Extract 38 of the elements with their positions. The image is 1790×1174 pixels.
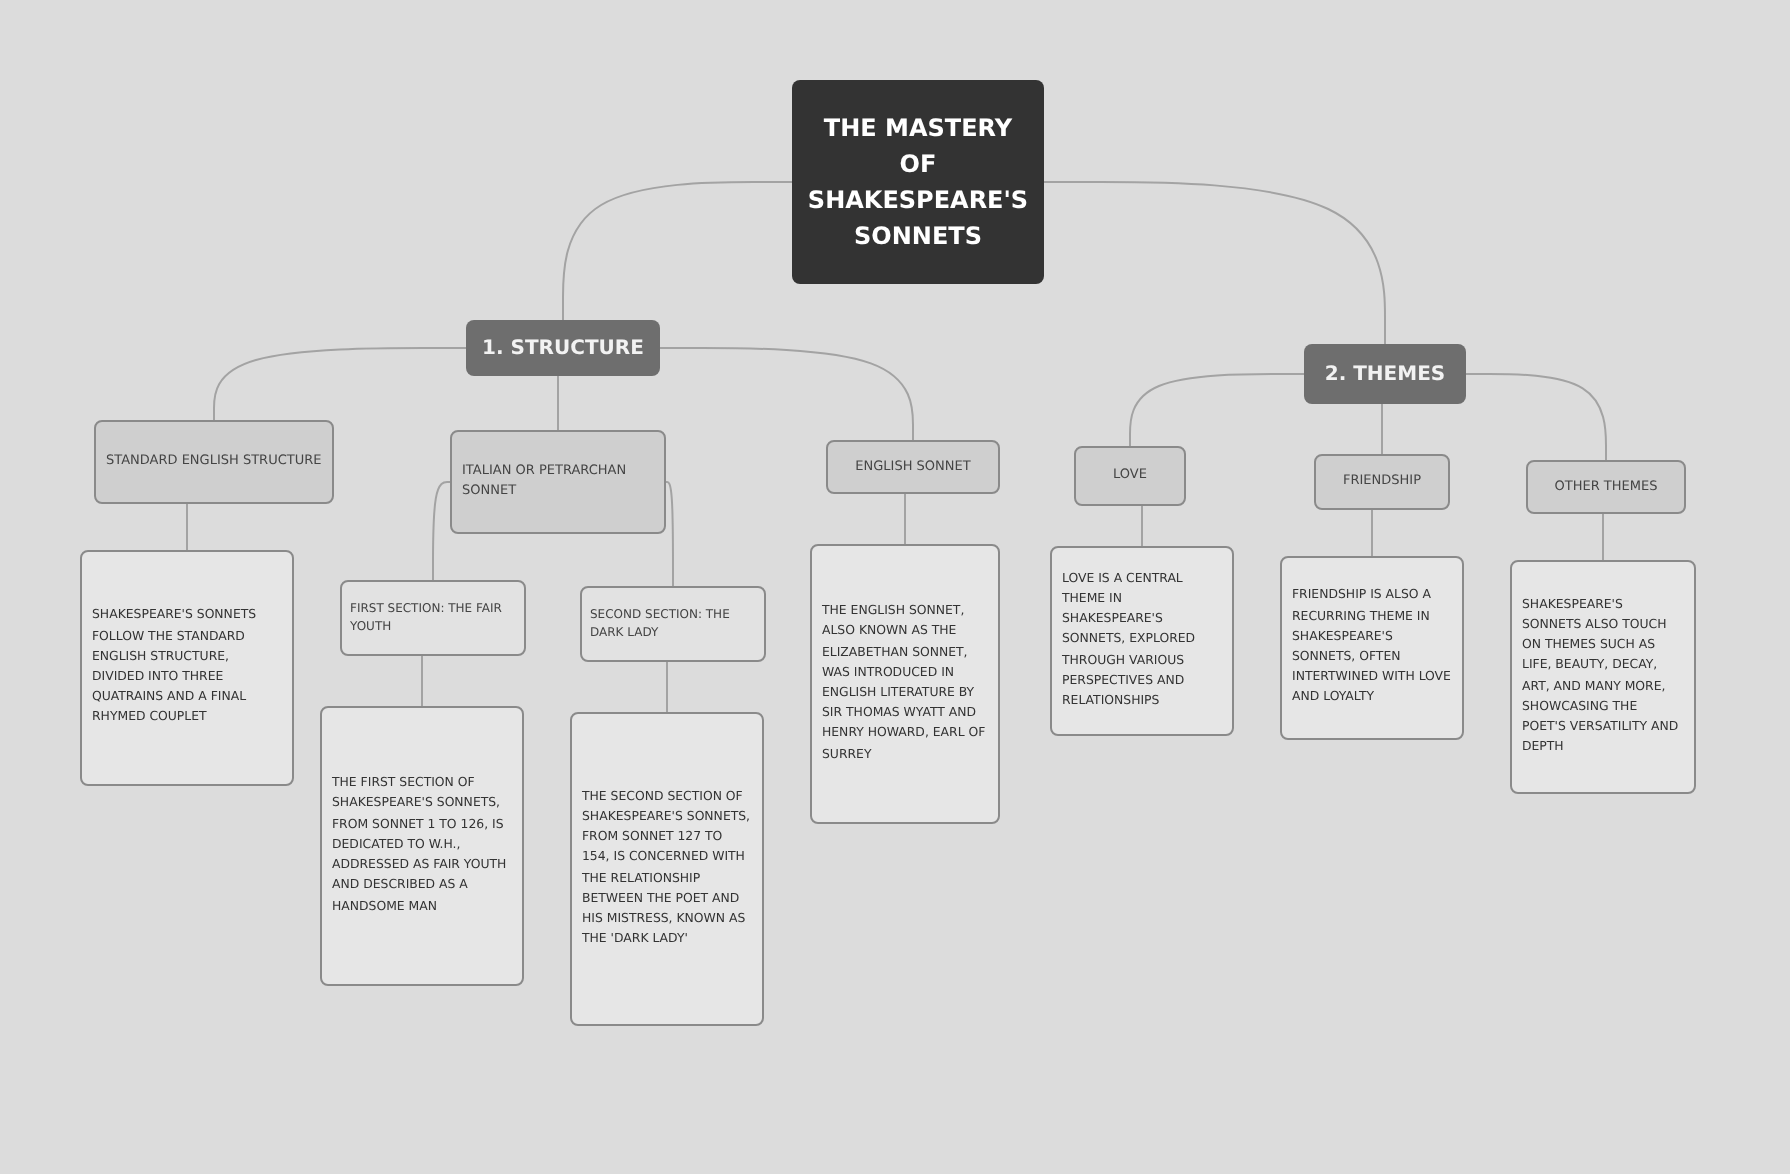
connector-line — [666, 661, 668, 713]
node-text: THE MASTERY OF SHAKESPEARE'S SONNETS — [805, 112, 1031, 254]
note-box — [1280, 556, 1464, 740]
connector-line — [1141, 505, 1143, 547]
connector-line — [1129, 373, 1305, 447]
connector-line — [1381, 403, 1383, 455]
connector-line — [1465, 373, 1607, 461]
topic-box — [1526, 460, 1686, 514]
connector-line — [904, 493, 906, 545]
title-box — [792, 80, 1044, 284]
note-box — [570, 712, 764, 1026]
note-box — [1050, 546, 1234, 736]
subtopic-box — [340, 580, 526, 656]
note-box — [1510, 560, 1696, 794]
note-box — [320, 706, 524, 986]
subtopic-box — [580, 586, 766, 662]
connector-line — [665, 481, 674, 587]
note-box — [80, 550, 294, 786]
topic-box — [826, 440, 1000, 494]
branch-box — [466, 320, 660, 376]
connector-line — [421, 655, 423, 707]
connector-line — [562, 181, 793, 321]
node-text: 1. STRUCTURE — [482, 337, 644, 359]
connector-line — [432, 481, 451, 581]
connector-line — [1043, 181, 1386, 345]
node-text: 2. THEMES — [1324, 363, 1446, 385]
topic-box — [94, 420, 334, 504]
connector-line — [186, 503, 188, 551]
connector-line — [659, 347, 914, 441]
branch-box — [1304, 344, 1466, 404]
note-box — [810, 544, 1000, 824]
topic-box — [1074, 446, 1186, 506]
connector-line — [1602, 513, 1604, 561]
topic-box — [1314, 454, 1450, 510]
connector-line — [213, 347, 467, 421]
connector-line — [557, 375, 559, 431]
topic-box — [450, 430, 666, 534]
connector-line — [1371, 509, 1373, 557]
